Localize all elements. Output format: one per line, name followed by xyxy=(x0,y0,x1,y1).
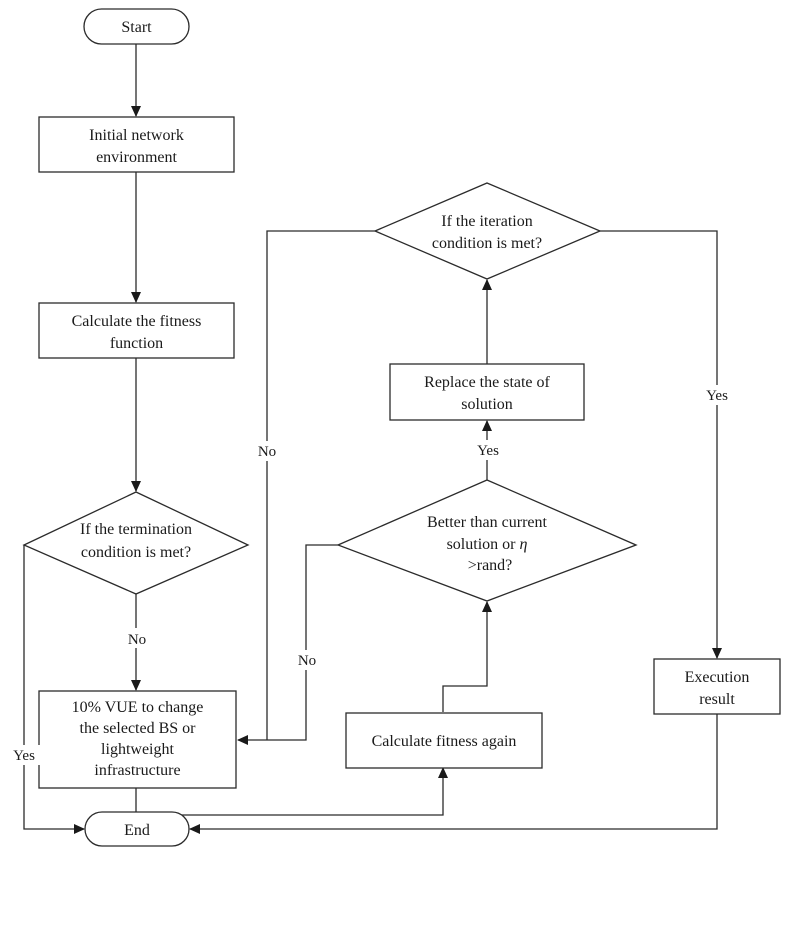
calc-fitness-line-2: function xyxy=(110,335,163,352)
arrowhead-icon xyxy=(712,648,722,659)
start-label: Start xyxy=(121,19,152,36)
better-decision: Better than current solution or η >rand? xyxy=(336,479,638,602)
label-pad xyxy=(8,745,40,765)
change-bs-line-4: infrastructure xyxy=(94,762,180,779)
calc-fitness-box xyxy=(38,302,235,359)
label-yes-iteration: Yes xyxy=(706,388,728,404)
edge-iteration-change-no xyxy=(266,230,375,740)
termination-line-1: If the termination xyxy=(80,521,192,538)
termination-decision: If the termination condition is met? xyxy=(22,491,250,595)
better-diamond xyxy=(336,479,638,602)
label-pad xyxy=(124,628,150,648)
arrowhead-icon xyxy=(131,106,141,117)
replace-line-2: solution xyxy=(461,396,513,413)
iteration-line-2: condition is met? xyxy=(432,235,542,252)
arrowhead-icon xyxy=(237,735,248,745)
better-line-2: solution or η xyxy=(447,536,528,553)
better-line-1: Better than current xyxy=(427,514,548,531)
arrowhead-icon xyxy=(482,420,492,431)
end-node: End xyxy=(84,811,190,847)
arrowhead-icon xyxy=(131,680,141,691)
iteration-line-1: If the iteration xyxy=(441,213,533,230)
initial-network-box xyxy=(38,116,235,173)
start-node: Start xyxy=(83,8,190,45)
calc-again-node: Calculate fitness again xyxy=(345,712,543,769)
arrowheads xyxy=(74,106,722,834)
label-no-better: No xyxy=(298,653,316,669)
calc-fitness-node: Calculate the fitness function xyxy=(38,302,235,359)
better-line-3: >rand? xyxy=(468,557,513,574)
label-yes-better: Yes xyxy=(477,443,499,459)
label-yes-termination: Yes xyxy=(13,748,35,764)
label-pad xyxy=(472,440,504,460)
edge-iteration-execution-yes xyxy=(600,230,718,658)
arrowhead-icon xyxy=(131,481,141,492)
connectors xyxy=(23,44,718,830)
label-pad xyxy=(254,441,280,461)
edge-termination-end-yes xyxy=(23,545,84,830)
iteration-diamond xyxy=(373,182,602,280)
change-bs-box xyxy=(38,690,237,789)
arrowhead-icon xyxy=(74,824,85,834)
execution-line-1: Execution xyxy=(685,669,750,686)
label-no-termination: No xyxy=(128,632,146,648)
arrowhead-icon xyxy=(131,292,141,303)
edge-calcagain-better xyxy=(442,602,488,712)
change-bs-node: 10% VUE to change the selected BS or lig… xyxy=(38,690,237,789)
initial-network-line-2: environment xyxy=(96,149,177,166)
arrowhead-icon xyxy=(438,767,448,778)
initial-network-line-1: Initial network xyxy=(89,127,184,144)
replace-line-1: Replace the state of xyxy=(424,374,550,391)
label-no-iteration: No xyxy=(258,444,276,460)
edge-labels: No Yes Yes No No Yes xyxy=(8,385,733,765)
execution-box xyxy=(653,658,781,715)
eta-symbol: η xyxy=(519,536,527,553)
termination-diamond xyxy=(22,491,250,595)
change-bs-line-3: lightweight xyxy=(101,741,174,758)
arrowhead-icon xyxy=(189,824,200,834)
calc-again-label: Calculate fitness again xyxy=(372,733,517,750)
label-pad xyxy=(701,385,733,405)
calc-fitness-line-1: Calculate the fitness xyxy=(72,313,202,330)
edge-better-change-no xyxy=(238,544,338,741)
execution-line-2: result xyxy=(699,691,735,708)
better-line-2-text: solution or xyxy=(447,536,520,553)
edge-execution-end xyxy=(190,714,718,830)
initial-network-node: Initial network environment xyxy=(38,116,235,173)
iteration-decision: If the iteration condition is met? xyxy=(373,182,602,280)
termination-line-2: condition is met? xyxy=(81,544,191,561)
change-bs-line-2: the selected BS or xyxy=(80,720,197,737)
change-bs-line-1: 10% VUE to change xyxy=(72,699,204,716)
replace-node: Replace the state of solution xyxy=(389,363,585,421)
calc-again-box xyxy=(345,712,543,769)
execution-node: Execution result xyxy=(653,658,781,715)
replace-box xyxy=(389,363,585,421)
edge-change-calcagain xyxy=(135,768,444,816)
label-pad xyxy=(294,650,320,670)
start-shape xyxy=(83,8,190,45)
end-shape xyxy=(84,811,190,847)
arrowhead-icon xyxy=(482,279,492,290)
end-label: End xyxy=(124,822,150,839)
arrowhead-icon xyxy=(482,601,492,612)
